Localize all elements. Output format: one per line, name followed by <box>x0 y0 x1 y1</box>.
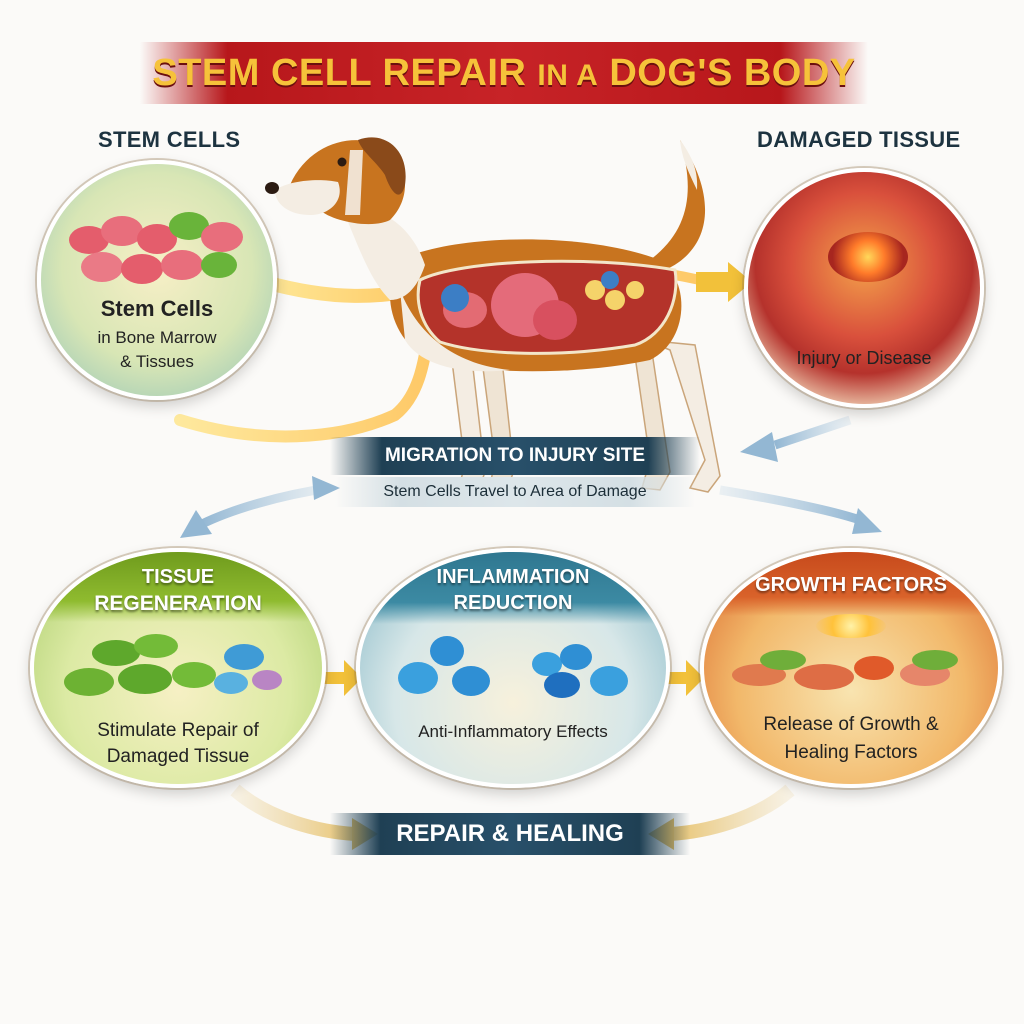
stem-cells-heading: STEM CELLS <box>98 127 241 152</box>
stem-cell <box>101 216 143 246</box>
stem-cell <box>121 254 163 284</box>
growth-line-1: Release of Growth & <box>763 714 939 735</box>
tissue-regeneration-circle: TISSUE REGENERATION Stimulate Repair of … <box>30 548 326 788</box>
green-cell <box>64 668 114 696</box>
green-cell <box>134 634 178 658</box>
green-cell <box>92 640 140 666</box>
growth-header-band <box>704 552 998 616</box>
tissue-cell <box>732 664 786 686</box>
title-banner: STEM CELL REPAIR IN A DOG'S BODY <box>140 42 868 104</box>
dog-tail <box>650 140 706 270</box>
green-cell <box>172 662 216 688</box>
tissue-cell <box>794 664 854 690</box>
growth-factors-circle: GROWTH FACTORS Release of Growth & Heali… <box>700 548 1002 788</box>
tissue-cell <box>760 650 806 670</box>
stem-cell <box>201 252 237 278</box>
blue-cell <box>214 672 248 694</box>
dog-ear <box>358 137 406 195</box>
regeneration-head-2: REGENERATION <box>94 592 262 615</box>
regeneration-line-2: Damaged Tissue <box>106 746 250 767</box>
title-part-1: STEM CELL REPAIR <box>152 51 527 94</box>
title-ribbon <box>140 42 868 104</box>
title-part-3: DOG'S BODY <box>609 51 856 94</box>
inflammation-reduction-circle: INFLAMMATION REDUCTION Anti-Inflammatory… <box>356 548 670 788</box>
blue-cell <box>224 644 264 670</box>
stem-cell <box>161 250 203 280</box>
stem-cells-circle: Stem Cells in Bone Marrow & Tissues <box>37 160 277 400</box>
repair-banner-bar <box>330 813 690 855</box>
blue-cell <box>560 644 592 670</box>
regeneration-head-1: TISSUE <box>141 566 215 588</box>
growth-line-2: Healing Factors <box>784 742 918 763</box>
dog-back-leg <box>644 339 721 493</box>
tissue-cell <box>854 656 894 680</box>
injury-site <box>828 232 908 282</box>
stem-circle-line-2: in Bone Marrow <box>97 328 217 347</box>
tissue-cell <box>912 650 958 670</box>
blue-cell <box>544 672 580 698</box>
stem-cell-stream-lower <box>174 314 436 443</box>
regeneration-line-1: Stimulate Repair of <box>97 720 259 741</box>
stem-circle-line-1: Stem Cells <box>100 296 214 321</box>
purple-cell <box>252 670 282 690</box>
blue-cell <box>398 662 438 694</box>
damaged-tissue-circle: Injury or Disease <box>744 168 984 408</box>
migration-title-bar <box>330 437 700 475</box>
dog-illustration <box>265 137 721 493</box>
arrow-to-damaged-tissue <box>696 262 752 302</box>
migration-subtitle-bar <box>335 477 695 507</box>
stem-cell <box>81 252 123 282</box>
blue-cell <box>590 666 628 696</box>
blue-cell <box>452 666 490 696</box>
migration-subtitle: Stem Cells Travel to Area of Damage <box>383 483 647 500</box>
arrow-to-growth <box>719 485 862 525</box>
arrow-from-damaged-tissue <box>773 415 852 450</box>
green-cell <box>118 664 172 694</box>
inflammation-head-1: INFLAMMATION <box>436 566 590 588</box>
arrow-inflammation-to-growth <box>664 660 704 696</box>
page-title: STEM CELL REPAIR IN A DOG'S BODY <box>152 52 855 95</box>
arrow-regeneration-to-inflammation <box>322 660 362 696</box>
dog-neck <box>345 210 425 300</box>
inflammation-head-2: REDUCTION <box>453 592 573 614</box>
repair-label: REPAIR & HEALING <box>396 820 624 847</box>
arrow-from-damaged-tissue-head <box>740 432 778 462</box>
arrow-to-migration-head <box>312 476 340 500</box>
stem-circle-line-3: & Tissues <box>120 352 194 371</box>
arrow-to-regeneration-head <box>180 510 212 538</box>
damaged-tissue-heading: DAMAGED TISSUE <box>757 127 961 152</box>
inflammation-header-band <box>360 552 666 624</box>
blue-cell <box>430 636 464 666</box>
arrow-to-growth-head <box>852 508 882 534</box>
growth-glow <box>816 614 886 638</box>
inflammation-label: Anti-Inflammatory Effects <box>418 722 608 741</box>
migration-title: MIGRATION TO INJURY SITE <box>384 445 646 466</box>
stem-cell <box>201 222 243 252</box>
regeneration-header-band <box>34 552 322 622</box>
growth-head: GROWTH FACTORS <box>755 574 947 596</box>
title-part-2: IN A <box>537 58 599 92</box>
damaged-circle-label: Injury or Disease <box>796 348 932 368</box>
